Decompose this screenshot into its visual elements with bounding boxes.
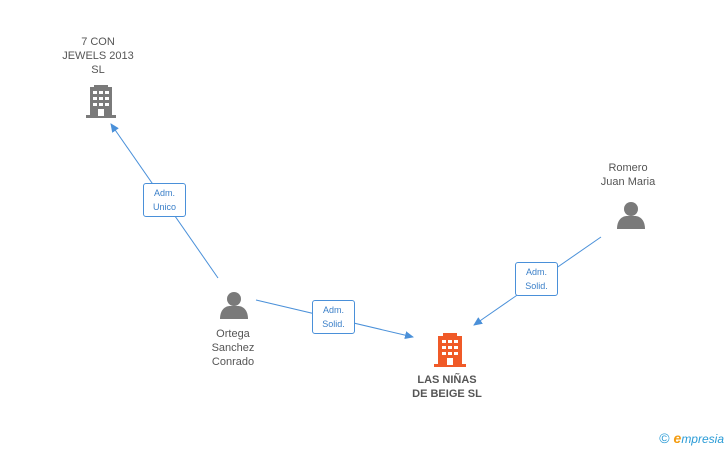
empresia-brand[interactable]: ©empresia: [659, 430, 724, 446]
person-icon[interactable]: [617, 202, 645, 229]
node-label-jewels[interactable]: 7 CON JEWELS 2013 SL: [62, 36, 134, 76]
node-label-romero[interactable]: Romero Juan Maria: [600, 162, 656, 188]
node-label-main-company[interactable]: LAS NIÑAS DE BEIGE SL: [412, 374, 482, 400]
edge-label-ortega-main: Adm. Solid.: [312, 300, 355, 334]
edge-label-romero-main: Adm. Solid.: [515, 262, 558, 296]
brand-initial: e: [673, 430, 682, 446]
main-company-building-icon[interactable]: [434, 333, 466, 367]
node-label-ortega[interactable]: Ortega Sanchez Conrado: [211, 328, 255, 368]
edge-label-ortega-jewels: Adm. Unico: [143, 183, 186, 217]
copyright-symbol: ©: [659, 430, 670, 446]
brand-name: mpresia: [681, 432, 724, 446]
person-icon[interactable]: [220, 292, 248, 319]
building-icon[interactable]: [86, 85, 116, 118]
